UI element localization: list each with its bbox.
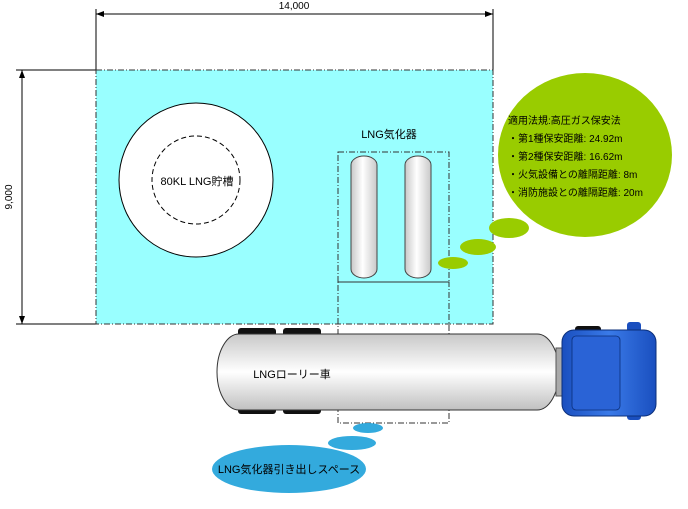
height-dimension-label: 9,000 [4, 184, 15, 209]
vaporizer-tube-left [350, 155, 378, 279]
tank-label: 80KL LNG貯槽 [161, 175, 234, 188]
regulation-line: ・火気設備との離隔距離: 8m [508, 168, 637, 181]
lng-vaporizer: LNG気化器 [337, 127, 450, 283]
lng-lorry-truck: LNGローリー車 [216, 322, 657, 420]
regulation-line: ・第2種保安距離: 16.62m [508, 150, 622, 163]
truck-label: LNGローリー車 [253, 367, 331, 381]
regulation-line: 適用法規:高圧ガス保安法 [508, 114, 621, 127]
regulations-bubble [498, 73, 672, 237]
regulation-line: ・第1種保安距離: 24.92m [508, 132, 622, 145]
vaporizer-label: LNG気化器 [361, 127, 417, 141]
regulations-callout: 適用法規:高圧ガス保安法 ・第1種保安距離: 24.92m ・第2種保安距離: … [438, 73, 672, 269]
pull-out-space-callout: LNG気化器引き出しスペース [212, 423, 383, 493]
height-dimension: 9,000 [4, 69, 96, 325]
pull-out-space-label: LNG気化器引き出しスペース [218, 462, 360, 476]
lng-tank: 80KL LNG貯槽 [118, 102, 274, 258]
width-dimension-label: 14,000 [279, 1, 310, 12]
vaporizer-tube-right [404, 155, 432, 279]
width-dimension: 14,000 [95, 1, 494, 70]
regulation-line: ・消防施設との離隔距離: 20m [508, 186, 643, 199]
pull-out-space-bubble [212, 445, 366, 493]
